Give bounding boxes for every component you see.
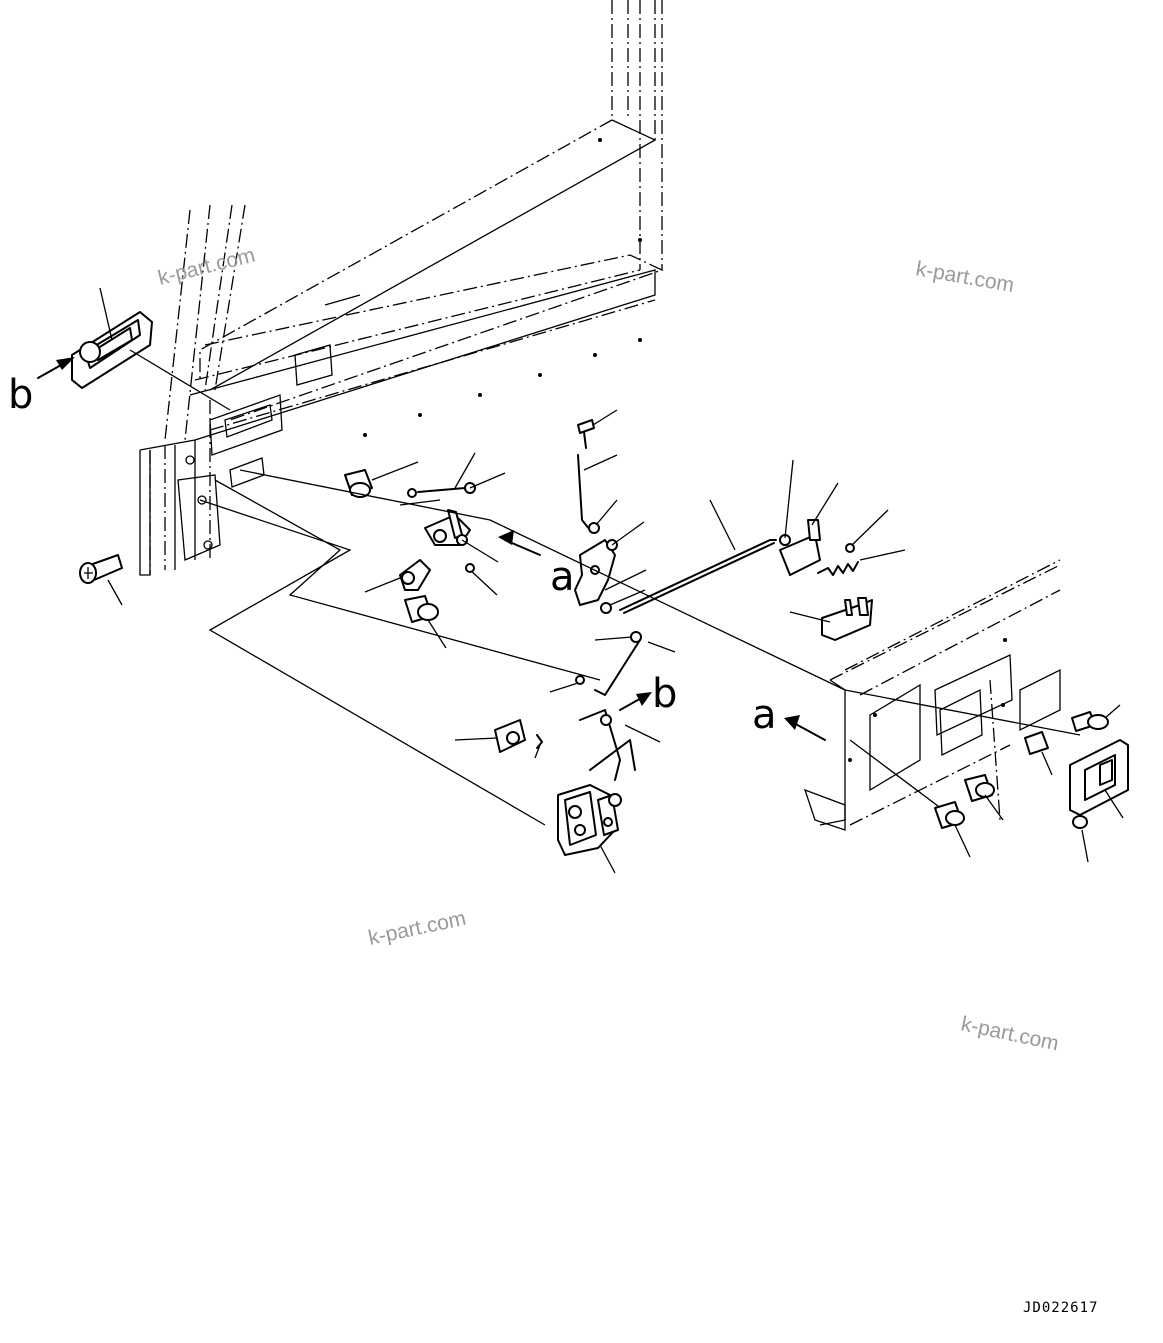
handle-bolt xyxy=(344,469,373,498)
callout-b-upper: b xyxy=(8,372,33,418)
small-rod xyxy=(407,482,476,498)
bent-rod xyxy=(594,631,642,696)
leader-line xyxy=(789,611,831,623)
long-connecting-rod xyxy=(619,539,777,614)
leader-line xyxy=(595,499,618,526)
spring-bracket xyxy=(399,559,431,591)
clip-lower xyxy=(575,675,585,685)
watermark: k-part.com xyxy=(156,244,258,290)
leader-line xyxy=(107,579,123,606)
outer-door-handle xyxy=(71,311,153,389)
callout-a-lower: a xyxy=(752,692,777,738)
leader-line xyxy=(399,499,441,506)
leader-line xyxy=(364,577,401,593)
leader-line xyxy=(469,472,506,489)
leader-line xyxy=(859,549,906,561)
callout-a-upper: a xyxy=(550,554,575,600)
leader-line xyxy=(784,459,794,539)
leader-line xyxy=(371,461,419,481)
screw-right-2 xyxy=(1024,731,1049,755)
leader-line xyxy=(609,589,646,606)
latch-bracket xyxy=(574,539,618,614)
leader-line xyxy=(1081,829,1089,863)
leader-line xyxy=(592,409,618,426)
door-frame xyxy=(139,0,664,576)
bolt-right-3 xyxy=(964,774,995,802)
bolt-center xyxy=(404,595,439,623)
leader-line xyxy=(1104,789,1124,819)
callout-b-lower: b xyxy=(652,671,677,717)
bolt-right-4 xyxy=(934,801,965,829)
cab-frame-right xyxy=(803,559,1061,831)
lock-lever xyxy=(424,509,471,546)
leader-line xyxy=(461,539,499,563)
inner-door-handle xyxy=(1069,739,1129,816)
clip xyxy=(588,522,600,534)
small-spring xyxy=(536,734,543,749)
door-lock-body xyxy=(557,784,622,856)
nut xyxy=(465,563,475,573)
pin xyxy=(577,419,595,449)
leader-line xyxy=(1041,751,1053,776)
leader-line xyxy=(454,737,498,741)
leader-line xyxy=(954,824,971,858)
extension-line xyxy=(849,739,951,816)
extension-line xyxy=(214,479,601,681)
arrow-a-lower xyxy=(784,715,826,741)
leader-line xyxy=(709,499,736,551)
cap-screw-right xyxy=(1072,815,1088,829)
leader-line xyxy=(1104,704,1121,719)
watermark: k-part.com xyxy=(959,1012,1061,1055)
leader-line xyxy=(611,521,645,546)
leader-line xyxy=(624,724,661,743)
arrow-b-lower xyxy=(619,692,652,711)
leader-line xyxy=(811,482,839,526)
leader-line xyxy=(851,509,889,546)
watermark: k-part.com xyxy=(914,257,1016,297)
extension-line xyxy=(844,689,1081,736)
leader-line xyxy=(583,454,618,471)
latch-rod-assembly xyxy=(579,709,636,781)
leader-line xyxy=(549,682,579,693)
screw-right-1 xyxy=(1071,711,1109,732)
watermark: k-part.com xyxy=(366,907,468,950)
leader-line xyxy=(129,349,231,411)
extension-line xyxy=(239,469,846,691)
nut-right xyxy=(845,543,855,553)
door-striker xyxy=(494,719,526,753)
return-spring xyxy=(817,561,859,576)
arrow-b-upper xyxy=(37,357,75,379)
leader-line xyxy=(594,636,633,641)
lock-rod-vertical xyxy=(577,454,591,531)
leader-line xyxy=(599,844,616,874)
leader-line xyxy=(604,569,647,591)
inner-latch xyxy=(821,597,873,641)
leader-line xyxy=(454,452,476,489)
leader-line xyxy=(534,744,541,759)
leader-line xyxy=(467,567,498,596)
arrow-a-upper xyxy=(498,530,541,556)
leader-line xyxy=(984,794,1004,821)
leader-line xyxy=(99,287,113,341)
extension-line xyxy=(199,499,546,826)
hinge-bolt xyxy=(79,554,123,584)
leader-line xyxy=(647,641,676,653)
drawing-code: JD022617 xyxy=(1023,1300,1098,1316)
leader-line xyxy=(427,619,447,649)
